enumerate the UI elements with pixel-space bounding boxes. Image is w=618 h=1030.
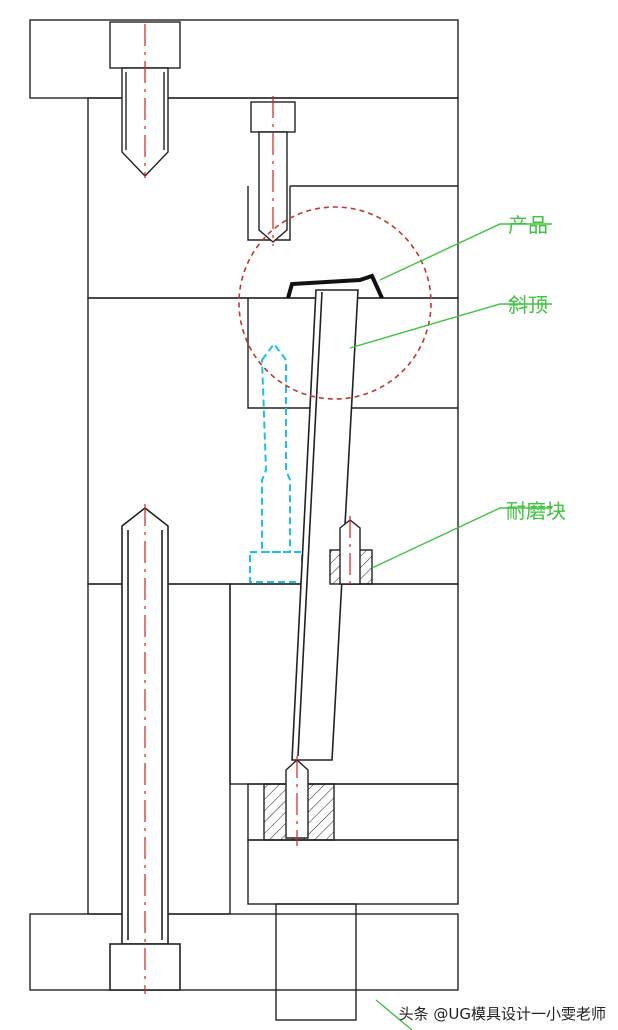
callout-leaders	[349, 223, 552, 1030]
ejector-plate	[247, 839, 459, 905]
core-pocket	[247, 298, 458, 409]
lifter	[291, 289, 359, 761]
cavity-insert-edge	[247, 186, 291, 241]
ejector-rod	[275, 903, 357, 1021]
lifter-base-block	[263, 759, 335, 841]
spacer-block	[229, 583, 459, 785]
label-wear-block: 耐磨块	[506, 499, 566, 523]
bottom-clamp-plate	[29, 913, 459, 991]
label-lifter: 斜顶	[508, 293, 548, 317]
wear-block	[329, 519, 373, 585]
product	[286, 273, 384, 299]
hidden-screw	[249, 342, 303, 583]
top-clamp-plate	[29, 19, 459, 99]
centerlines	[144, 24, 351, 994]
watermark: 头条 @UG模具设计一小雯老师	[398, 1005, 606, 1023]
detail-circle	[238, 206, 432, 400]
label-product: 产品	[508, 213, 548, 237]
